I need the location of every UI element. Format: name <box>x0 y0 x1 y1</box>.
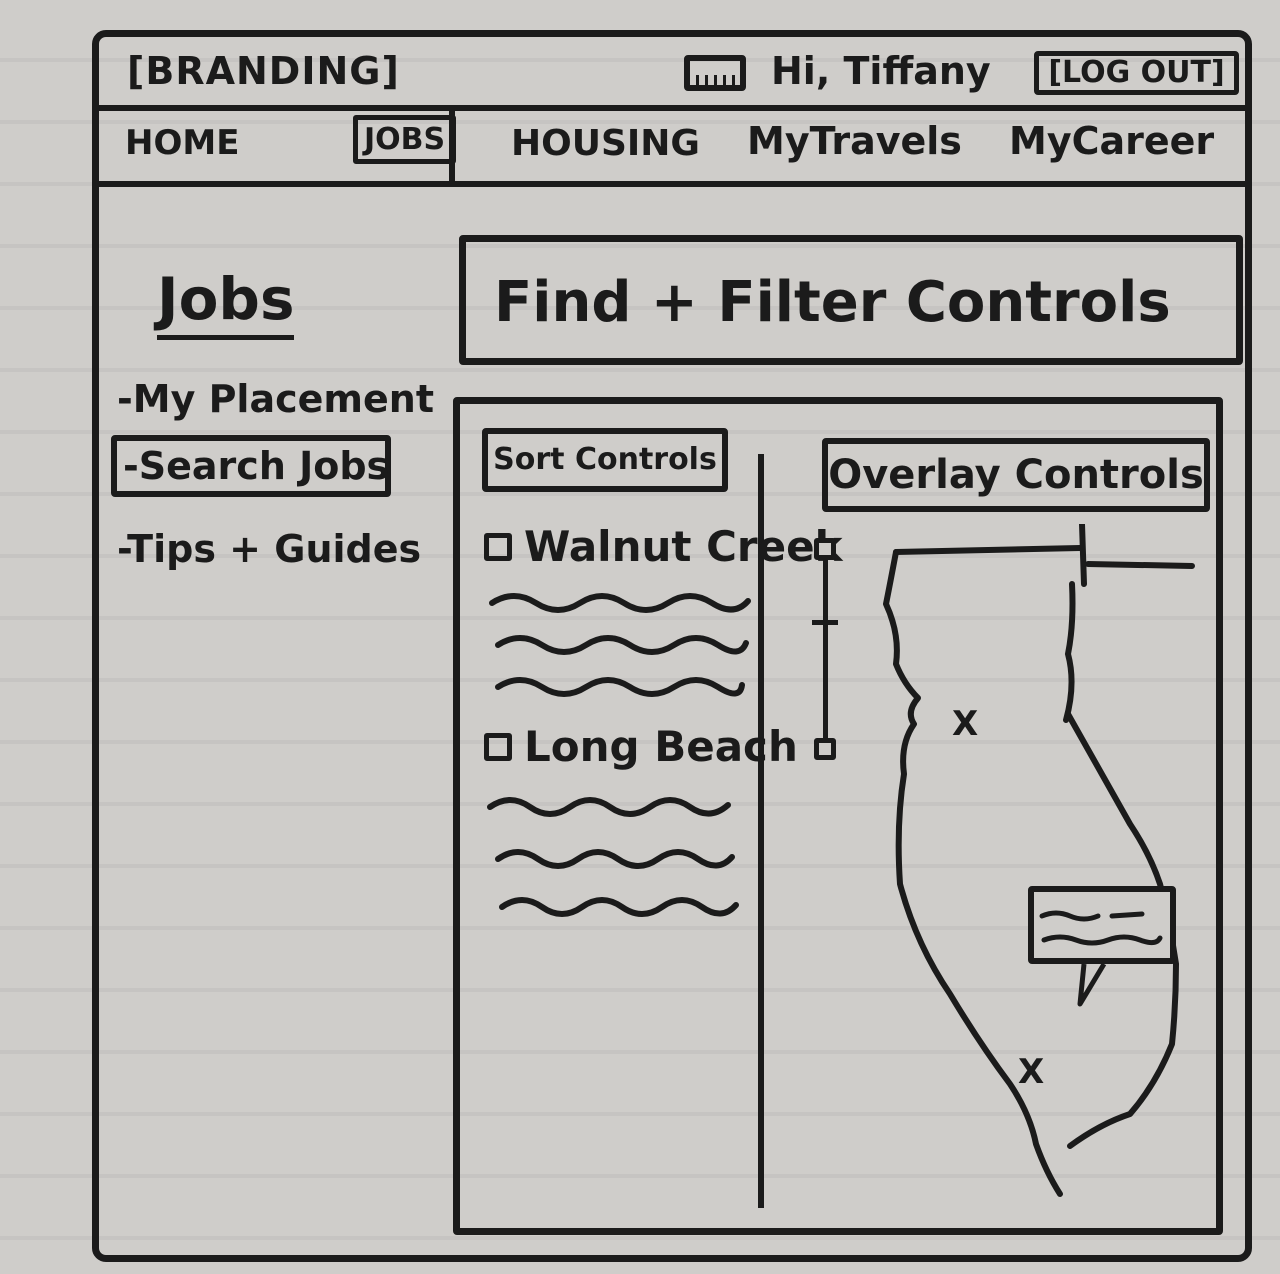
nav-housing[interactable]: HOUSING <box>511 123 700 164</box>
main-nav: HOME JOBS HOUSING MyTravels MyCareer <box>99 105 1245 187</box>
job-listing[interactable]: Long Beach <box>484 722 798 933</box>
minus-icon[interactable] <box>814 738 836 760</box>
listing-description-placeholder <box>489 593 751 697</box>
listing-description-placeholder <box>487 797 739 917</box>
x-marker-icon[interactable]: X <box>1018 1052 1045 1092</box>
calendar-icon[interactable] <box>684 55 746 91</box>
sidebar-item-tips-guides[interactable]: -Tips + Guides <box>117 527 422 571</box>
zoom-track <box>823 560 828 738</box>
filter-controls-label: Find + Filter Controls <box>494 270 1171 335</box>
top-bar: [BRANDING] Hi, Tiffany [LOG OUT] <box>99 37 1245 111</box>
user-greeting: Hi, Tiffany <box>771 49 991 93</box>
nav-mytravels[interactable]: MyTravels <box>747 119 962 163</box>
overlay-controls[interactable]: Overlay Controls <box>822 438 1210 512</box>
listing-checkbox[interactable] <box>484 532 512 561</box>
popup-content-placeholder <box>1039 910 1163 1007</box>
plus-icon[interactable] <box>814 538 836 560</box>
nav-mycareer[interactable]: MyCareer <box>1009 119 1215 163</box>
column-divider <box>758 454 764 1208</box>
map-zoom-slider[interactable] <box>810 538 850 770</box>
logout-button[interactable]: [LOG OUT] <box>1034 51 1239 95</box>
nav-home[interactable]: HOME <box>125 123 240 163</box>
find-filter-controls[interactable]: Find + Filter Controls <box>459 235 1243 365</box>
zoom-handle[interactable] <box>812 620 838 625</box>
listing-checkbox[interactable] <box>484 732 512 761</box>
sidebar-title: Jobs <box>157 265 295 340</box>
app-window: [BRANDING] Hi, Tiffany [LOG OUT] HOME JO… <box>92 30 1252 1262</box>
results-panel: Sort Controls Walnut Creek Long Beach <box>453 397 1223 1235</box>
brand-logo: [BRANDING] <box>127 49 400 93</box>
listing-title: Long Beach <box>524 722 798 771</box>
x-marker-icon[interactable]: X <box>952 704 979 744</box>
job-listing[interactable]: Walnut Creek <box>484 522 843 703</box>
nav-divider <box>449 105 455 181</box>
sidebar-item-my-placement[interactable]: -My Placement <box>117 377 434 421</box>
california-map-outline <box>883 521 1195 1197</box>
listing-title: Walnut Creek <box>524 522 843 571</box>
sidebar-item-search-jobs[interactable]: -Search Jobs <box>111 435 391 497</box>
map-view[interactable]: X X <box>860 521 1220 1214</box>
nav-jobs[interactable]: JOBS <box>353 115 457 164</box>
map-info-popup[interactable] <box>1028 886 1176 1007</box>
sort-controls[interactable]: Sort Controls <box>482 428 728 492</box>
